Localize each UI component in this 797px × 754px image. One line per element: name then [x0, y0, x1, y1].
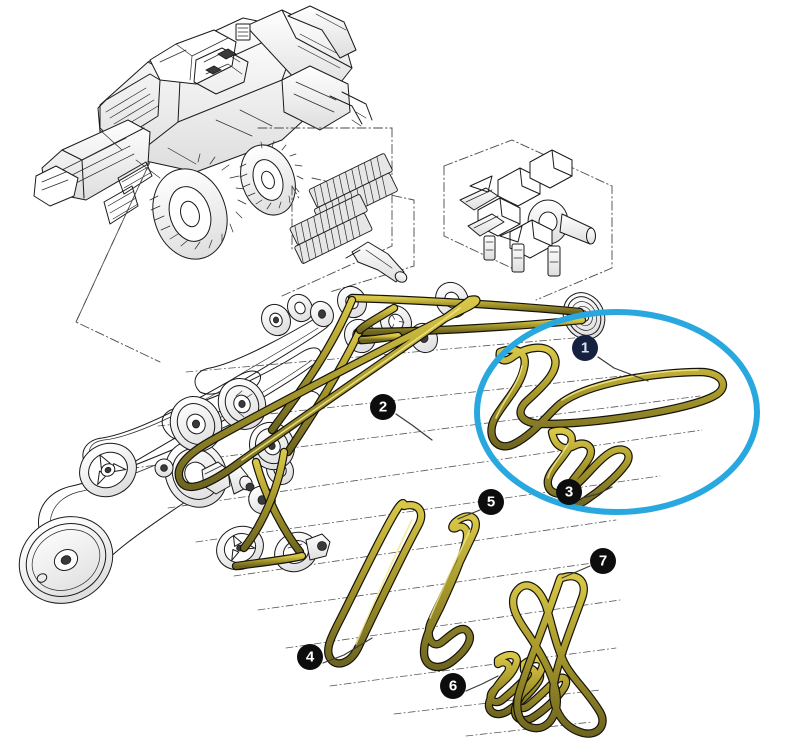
belt-2	[174, 295, 481, 492]
callout-badge-7[interactable]: 7	[590, 548, 616, 574]
pulley-spoked-left	[79, 442, 137, 498]
idler-pulleys-upper	[261, 285, 367, 337]
belt-5	[419, 512, 480, 672]
callout-number-1: 1	[580, 339, 590, 356]
belt-7	[508, 572, 607, 738]
blue-highlight-ellipse	[474, 309, 760, 515]
callout-badge-1[interactable]: 1	[572, 335, 598, 361]
callout-leader-lines	[322, 356, 649, 692]
pulley-drive-train	[18, 281, 606, 604]
callout-badge-5[interactable]: 5	[478, 489, 504, 515]
exploded-belts	[174, 295, 728, 738]
callout-badge-2[interactable]: 2	[370, 394, 396, 420]
callout-number-6: 6	[448, 677, 458, 694]
callout-badge-4[interactable]: 4	[297, 644, 323, 670]
belt-4	[324, 499, 426, 668]
callout-number-3: 3	[564, 483, 574, 500]
straw-chopper-assembly	[289, 153, 408, 283]
belt-6	[484, 650, 571, 725]
belt-1	[487, 343, 728, 451]
beater-rotor-assembly	[459, 149, 596, 277]
belt-3	[543, 426, 633, 510]
combine-harvester-illustration	[33, 5, 373, 260]
callout-number-2: 2	[378, 398, 388, 415]
callout-number-4: 4	[305, 648, 315, 665]
pulley-large-lower-left	[18, 516, 114, 604]
callout-number-7: 7	[598, 552, 608, 569]
callout-number-5: 5	[486, 493, 496, 510]
callout-badge-6[interactable]: 6	[440, 673, 466, 699]
callout-badge-3[interactable]: 3	[556, 479, 582, 505]
